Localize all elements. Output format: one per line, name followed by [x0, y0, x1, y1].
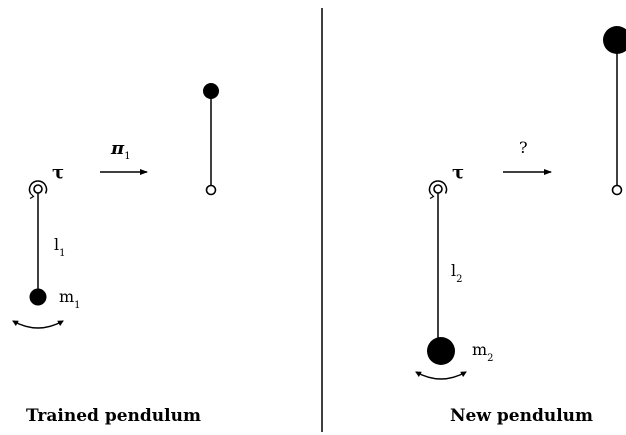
torque-label: τ — [52, 162, 64, 183]
policy-label: ? — [519, 138, 528, 157]
policy-label: π1 — [110, 138, 131, 162]
length-label: l2 — [451, 261, 463, 285]
mass-label: m1 — [59, 287, 81, 311]
length-label: l1 — [54, 235, 66, 259]
pivot-icon — [611, 184, 623, 196]
pivot-icon — [205, 184, 217, 196]
upright-pendulum — [203, 83, 219, 196]
right-caption: New pendulum — [450, 406, 593, 426]
mass-label: m2 — [472, 340, 494, 364]
pivot-icon — [28, 180, 48, 200]
upright-pendulum — [603, 26, 626, 196]
bob-icon — [603, 26, 626, 54]
bob-icon — [29, 288, 47, 306]
torque-label: τ — [452, 162, 464, 183]
swing-arrow-icon — [415, 371, 467, 380]
bob-icon — [427, 337, 455, 365]
left-panel: τ l1 m1 π1 Trained pendulum — [12, 83, 219, 426]
right-panel: τ l2 m2 ? New pendulum — [415, 26, 626, 426]
left-caption: Trained pendulum — [26, 406, 201, 426]
swing-arrow-icon — [12, 320, 64, 329]
bob-icon — [203, 83, 219, 99]
